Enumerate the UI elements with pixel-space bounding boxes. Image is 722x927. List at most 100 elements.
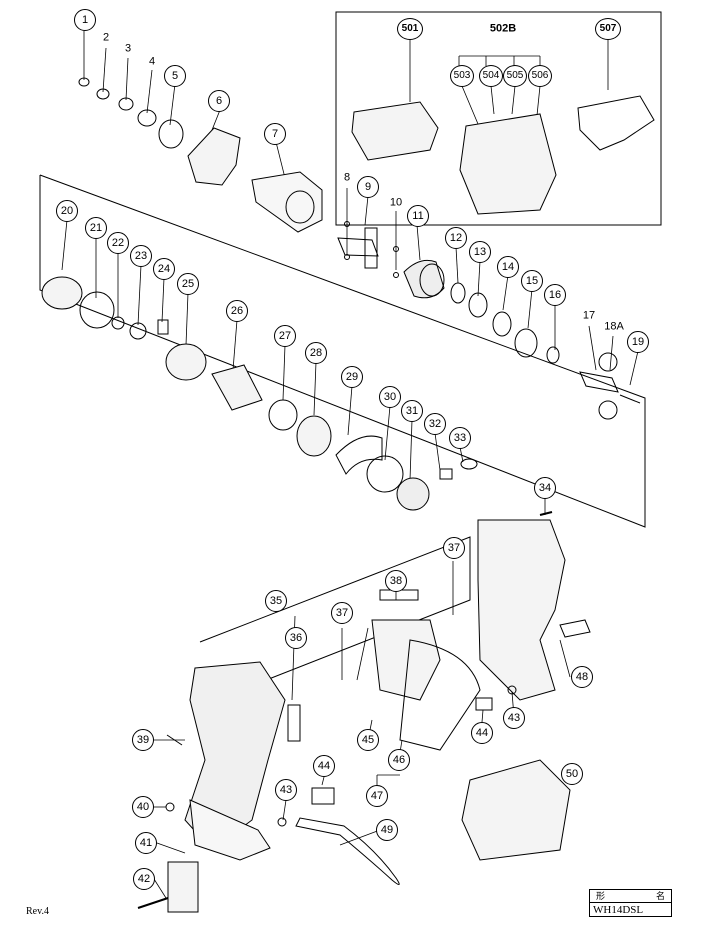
spring-3 — [118, 97, 134, 111]
callout-3: 3 — [124, 42, 132, 55]
label-39 — [166, 734, 183, 746]
spring-4 — [137, 109, 157, 127]
o-ring-21 — [79, 291, 115, 329]
ring-27 — [268, 399, 298, 431]
callout-29: 29 — [341, 366, 363, 388]
accessory-frame — [335, 11, 662, 226]
callout-16: 16 — [544, 284, 566, 306]
bearing-23 — [129, 322, 147, 340]
callout-11: 11 — [407, 205, 429, 227]
yoke-29 — [335, 435, 383, 475]
callout-47: 47 — [366, 785, 388, 807]
block-44a — [311, 787, 335, 805]
shaft-17 — [579, 371, 619, 393]
callout-12: 12 — [445, 227, 467, 249]
callout-6: 6 — [208, 90, 230, 112]
callout-8: 8 — [343, 171, 351, 184]
callout-15: 15 — [521, 270, 543, 292]
callout-1: 1 — [74, 9, 96, 31]
washer-13 — [468, 292, 488, 318]
callout-43-left: 43 — [275, 779, 297, 801]
plate-41 — [167, 861, 199, 913]
housing-assembly-frame — [199, 536, 471, 707]
callout-21: 21 — [85, 217, 107, 239]
switch-assembly — [371, 619, 441, 701]
case-502b — [459, 113, 557, 215]
handle-bottom — [189, 799, 271, 861]
plate-30 — [366, 455, 404, 493]
spindle-9 — [337, 237, 379, 257]
callout-30: 30 — [379, 386, 401, 408]
title-block-header: 形 名 — [590, 890, 671, 903]
title-block: 形 名 WH14DSL — [589, 889, 672, 917]
callout-41: 41 — [135, 832, 157, 854]
armature-26 — [211, 364, 263, 411]
retaining-ring-1 — [78, 77, 90, 87]
gear-18a-bottom — [598, 400, 618, 420]
callout-20: 20 — [56, 200, 78, 222]
callout-27: 27 — [274, 325, 296, 347]
callout-50: 50 — [561, 763, 583, 785]
callout-42: 42 — [133, 868, 155, 890]
callout-48: 48 — [571, 666, 593, 688]
spindle-plate — [364, 227, 378, 269]
brush-32 — [439, 468, 453, 480]
screw-34 — [539, 511, 553, 516]
strap-49 — [295, 817, 400, 885]
callout-5: 5 — [164, 65, 186, 87]
callout-503: 503 — [450, 65, 474, 87]
nut-43b — [507, 685, 517, 695]
callout-36: 36 — [285, 627, 307, 649]
callout-501: 501 — [397, 18, 423, 40]
model-number: WH14DSL — [593, 904, 644, 916]
ring-12 — [450, 282, 466, 304]
battery-50 — [461, 759, 571, 861]
callout-505: 505 — [503, 65, 527, 87]
block-44b — [475, 697, 493, 711]
callout-14: 14 — [497, 256, 519, 278]
callout-7: 7 — [264, 123, 286, 145]
wire-harness — [399, 639, 481, 751]
part-shapes — [41, 77, 655, 913]
callout-9: 9 — [357, 176, 379, 198]
housing-20 — [41, 276, 83, 310]
callout-39: 39 — [132, 729, 154, 751]
callout-44-left: 44 — [313, 755, 335, 777]
callout-18a: 18A — [604, 320, 624, 333]
ring-16 — [546, 346, 560, 364]
insert-507 — [577, 95, 655, 151]
callout-32: 32 — [424, 413, 446, 435]
callout-38: 38 — [385, 570, 407, 592]
callout-43-right: 43 — [503, 707, 525, 729]
revision-label: Rev.4 — [26, 906, 49, 917]
callout-26: 26 — [226, 300, 248, 322]
hammer-11 — [403, 259, 445, 299]
callout-40: 40 — [132, 796, 154, 818]
cap-5 — [158, 119, 184, 149]
label-48 — [559, 619, 591, 638]
brush-holder-31 — [396, 477, 430, 511]
callout-35: 35 — [265, 590, 287, 612]
block-24 — [157, 319, 169, 335]
callout-31: 31 — [401, 400, 423, 422]
title-block-header-left: 形 — [596, 891, 606, 901]
part-36 — [287, 704, 301, 742]
callout-10: 10 — [389, 196, 403, 209]
callout-34: 34 — [534, 477, 556, 499]
callout-49: 49 — [376, 819, 398, 841]
charger-501 — [351, 101, 439, 161]
callout-46: 46 — [388, 749, 410, 771]
callout-45: 45 — [357, 729, 379, 751]
front-cover-6 — [187, 127, 241, 186]
callout-4: 4 — [148, 55, 156, 68]
callout-19: 19 — [627, 331, 649, 353]
callout-33: 33 — [449, 427, 471, 449]
spring-14 — [492, 311, 512, 337]
callout-17: 17 — [582, 309, 596, 322]
housing-right — [477, 519, 566, 701]
ring-2 — [96, 88, 110, 100]
nut-43a — [277, 817, 287, 827]
gear-assembly-frame — [39, 174, 646, 528]
